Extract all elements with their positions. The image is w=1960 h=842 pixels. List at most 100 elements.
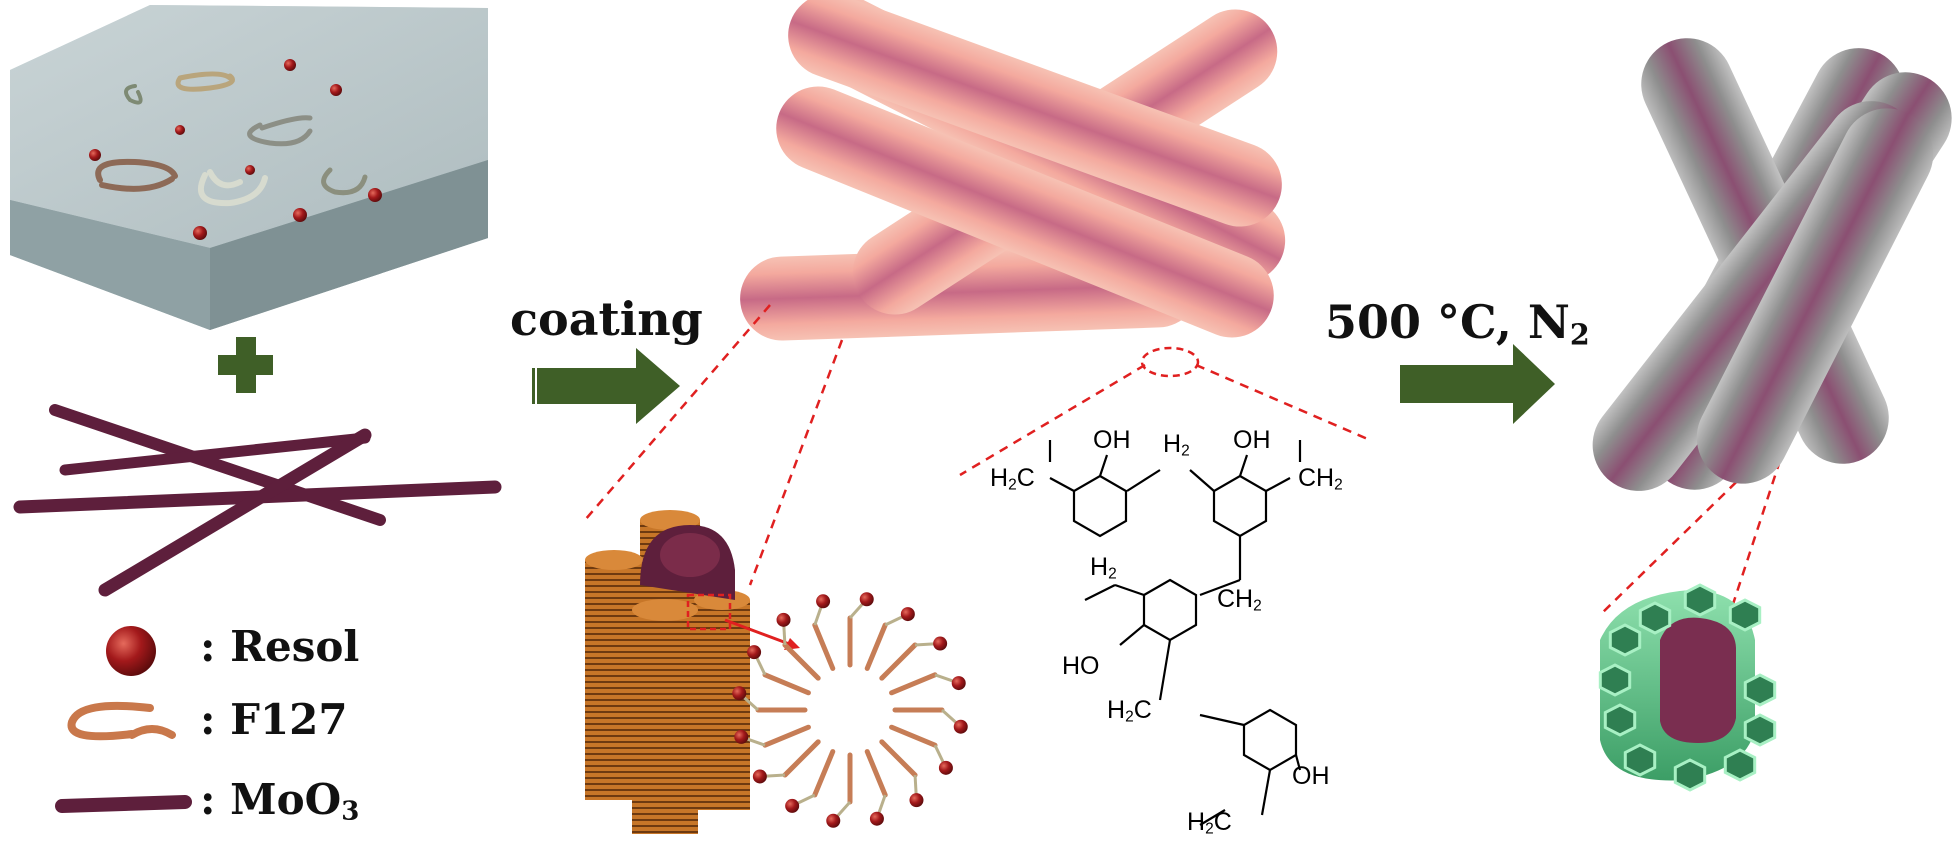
chem-h2c-bot: H2C <box>1187 808 1232 838</box>
chem-h2-top-sub: 2 <box>1181 442 1190 460</box>
resol-head <box>732 686 747 701</box>
hex-pore <box>1603 703 1637 737</box>
resol-head <box>951 676 966 691</box>
micelle-zoom-arrow <box>724 618 793 647</box>
chem-ch2-right: CH2 <box>1298 464 1343 494</box>
resol-head <box>869 811 884 826</box>
carbonization-condition: 500 °C, N <box>1325 295 1570 349</box>
chem-h2c-bot-c: C <box>1213 808 1232 836</box>
resol-head <box>734 729 749 744</box>
resol-head <box>909 793 924 808</box>
chem-h2c-left: H2C <box>990 464 1035 494</box>
resol-head <box>826 813 841 828</box>
chem-bond <box>1098 454 1109 477</box>
hex-pore <box>1598 663 1632 697</box>
resol-head <box>752 769 767 784</box>
f127-chain <box>889 724 938 748</box>
f127-chain <box>812 749 836 798</box>
f127-chain <box>782 642 821 681</box>
benzene-ring <box>1142 578 1198 642</box>
chem-ch2-right-sub: 2 <box>1334 476 1343 494</box>
chem-bond <box>1126 469 1161 492</box>
chem-oh-1: OH <box>1093 426 1131 454</box>
legend-moo3-label: : MoO3 <box>200 775 359 827</box>
benzene-ring <box>1212 474 1268 538</box>
chem-oh-2: OH <box>1233 426 1271 454</box>
chem-ch2-mid-sub: 2 <box>1253 597 1262 615</box>
resol-head <box>953 719 968 734</box>
hex-pore <box>1723 748 1757 782</box>
chem-bond <box>1189 469 1215 492</box>
resol-dots <box>89 59 382 240</box>
benzene-ring <box>1242 708 1298 772</box>
legend-f127-label: : F127 <box>200 695 348 744</box>
chem-bond <box>1199 809 1226 826</box>
chem-bond <box>1119 624 1145 646</box>
carbonization-subscript: 2 <box>1569 317 1590 352</box>
f127-chain <box>864 749 888 798</box>
chem-h2c-mid-h: H <box>1107 696 1126 724</box>
f127-chain <box>782 739 821 778</box>
resol-structure-bonds <box>1048 440 1302 826</box>
chem-h2-inner-h: H <box>1090 553 1109 581</box>
hex-pore <box>1638 601 1672 635</box>
chem-bond <box>1158 639 1172 701</box>
hex-pore <box>1743 673 1777 707</box>
carbonization-label: 500 °C, N2 <box>1325 295 1590 351</box>
chem-bond <box>1265 477 1291 492</box>
coating-arrow <box>530 348 680 424</box>
hex-pore <box>1683 583 1717 617</box>
hex-pore <box>1728 598 1762 632</box>
chem-h2c-left-h: H <box>990 464 1009 492</box>
chem-h2c-bot-h: H <box>1187 808 1206 836</box>
chem-h2-top: H2 <box>1163 430 1190 460</box>
hex-pore <box>1673 758 1707 792</box>
chem-ch2-mid-ch: CH <box>1217 585 1254 613</box>
f127-chain <box>879 739 918 778</box>
chem-bond <box>1294 754 1302 771</box>
chem-h2-inner-sub: 2 <box>1108 565 1117 583</box>
f127-chain <box>812 622 836 671</box>
legend-moo3-subscript: 3 <box>341 796 360 827</box>
resol-head <box>900 607 915 622</box>
resol-head <box>776 612 791 627</box>
hex-pore <box>1623 743 1657 777</box>
resol-head <box>816 594 831 609</box>
chem-h2c-mid-c: C <box>1133 696 1152 724</box>
chem-ch2-mid: CH2 <box>1217 585 1262 615</box>
chem-h2c-mid: H2C <box>1107 696 1152 726</box>
hex-pore <box>1743 713 1777 747</box>
chem-h2c-left-sub: 2 <box>1008 476 1017 494</box>
chem-h2c-left-c: C <box>1016 464 1035 492</box>
plus-icon <box>218 337 273 393</box>
mesoporous-carbon-shell <box>1598 583 1777 792</box>
chem-h2-top-h: H <box>1163 430 1182 458</box>
resol-head <box>933 636 948 651</box>
benzene-ring <box>1072 474 1128 538</box>
f127-chain <box>879 642 918 681</box>
chem-bond <box>1260 769 1272 816</box>
moo3-rod-icon <box>55 795 192 813</box>
resol-head <box>938 760 953 775</box>
coating-label: coating <box>510 292 703 346</box>
carbon-coated-rods <box>1592 38 1952 491</box>
carbonization-arrow <box>1400 344 1555 424</box>
chem-ch2-right-ch: CH <box>1298 464 1335 492</box>
chem-h2c-mid-sub: 2 <box>1125 708 1134 726</box>
resol-head <box>859 592 874 607</box>
chem-ho: HO <box>1062 652 1100 680</box>
f127-chain <box>762 724 811 748</box>
chem-bond <box>1199 713 1245 727</box>
micelle-cross-section <box>732 592 968 828</box>
legend-resol-label: : Resol <box>200 622 360 671</box>
chem-bond <box>1049 477 1075 492</box>
hex-pore <box>1608 623 1642 657</box>
chem-bond <box>1199 578 1241 597</box>
f127-chain <box>864 622 888 671</box>
chem-h2c-bot-sub: 2 <box>1205 820 1214 838</box>
resol-sphere-icon <box>106 626 156 676</box>
f127-chain <box>889 672 938 696</box>
f127-chain <box>762 672 811 696</box>
resol-coated-rods <box>740 0 1286 341</box>
